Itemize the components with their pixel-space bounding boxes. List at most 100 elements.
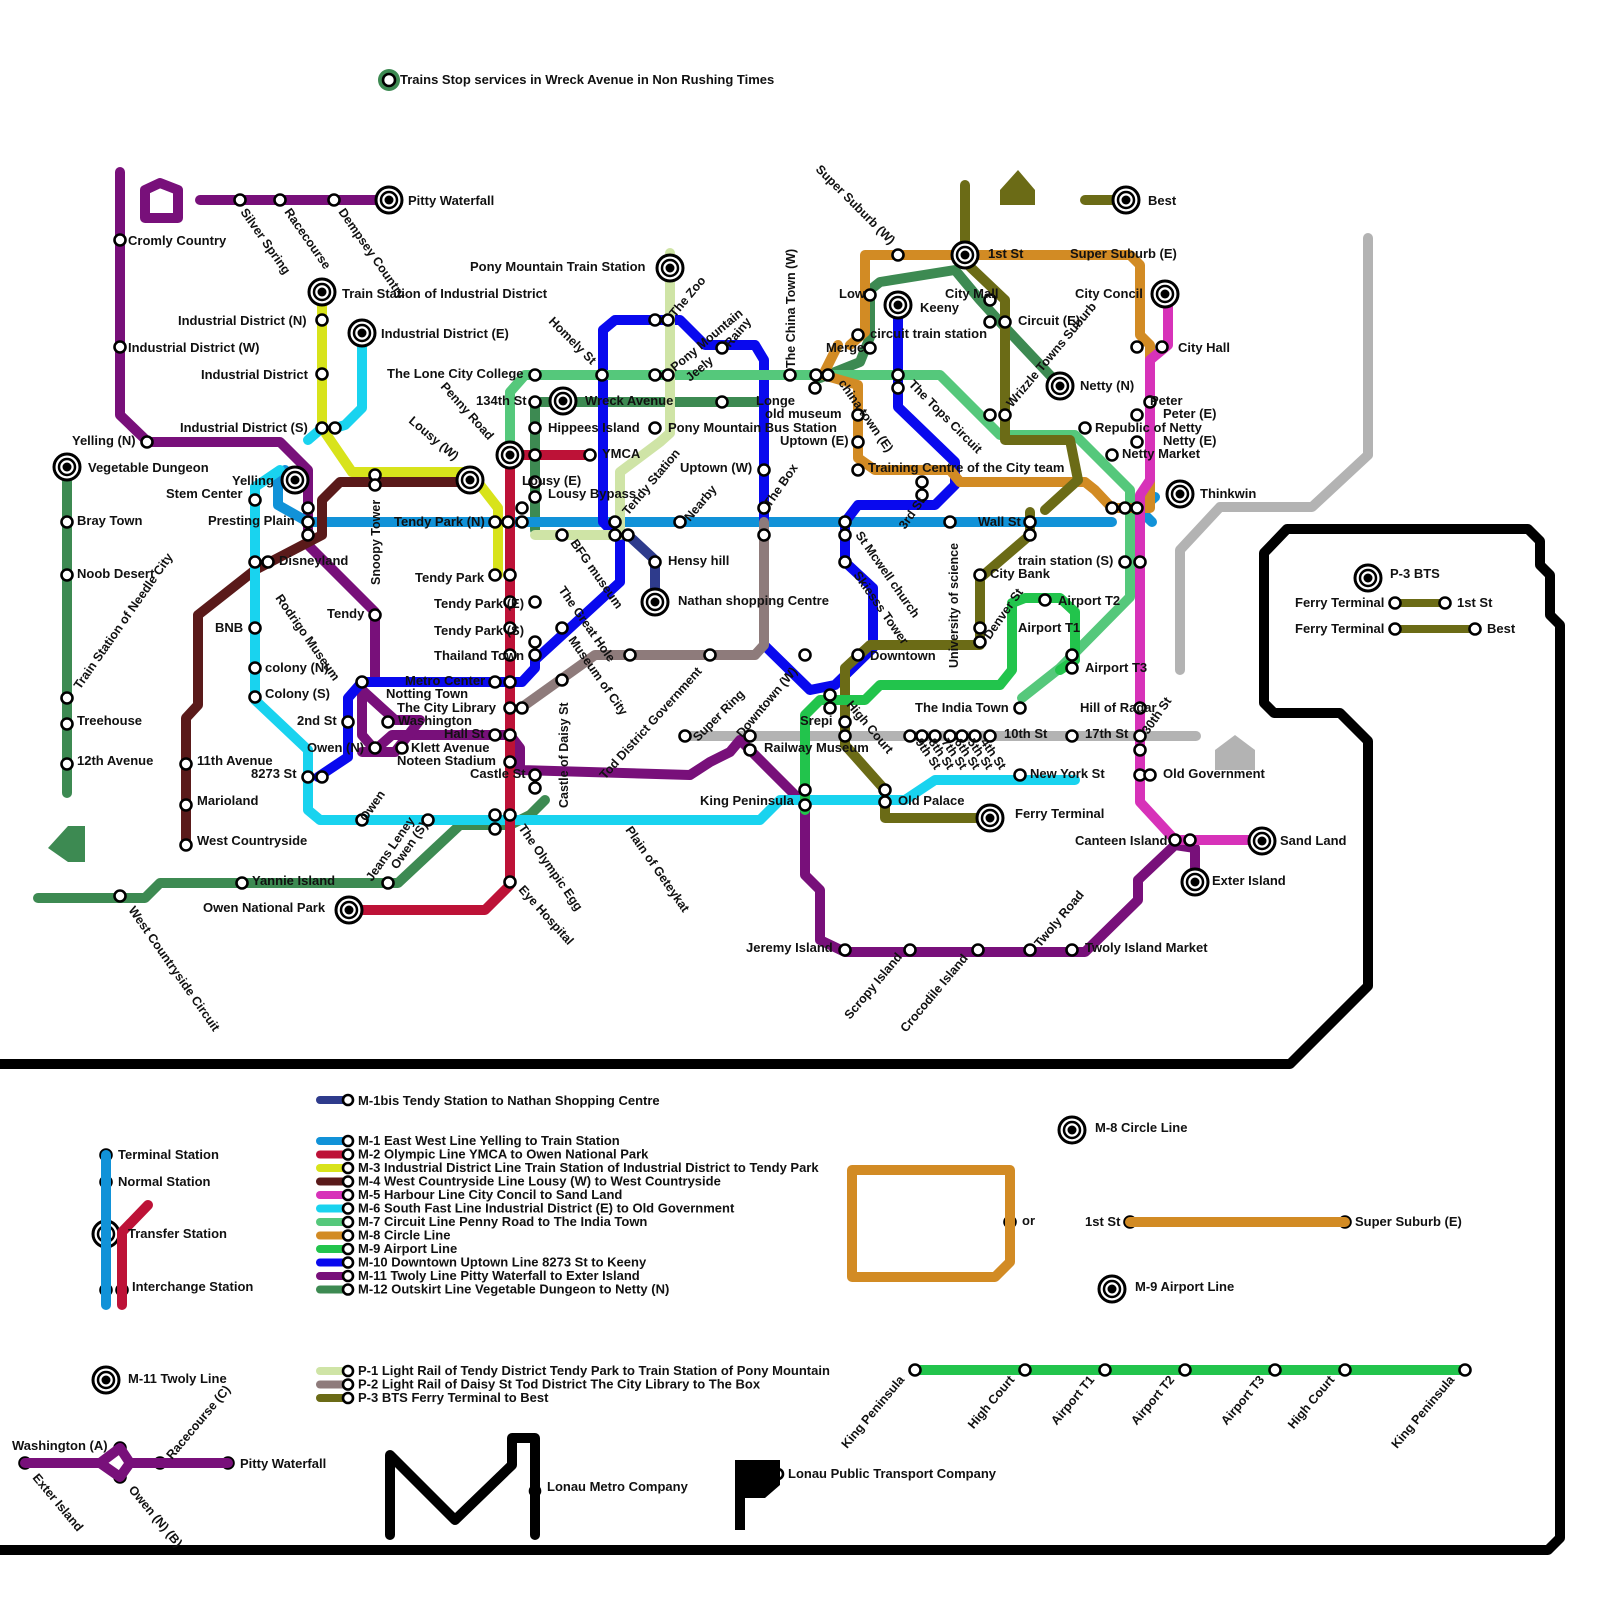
legend-station-dot	[1460, 1365, 1471, 1376]
legend-transfer-core	[102, 1376, 111, 1385]
transfer-station-core	[506, 451, 515, 460]
transport-company-logo	[735, 1460, 780, 1530]
station-label: Penny Road	[438, 380, 497, 443]
station-dot	[505, 810, 516, 821]
station-label: Airport T1	[1018, 620, 1080, 635]
station-dot	[1000, 317, 1011, 328]
station-label: 1st St	[988, 246, 1024, 261]
station-label: Noob Desert	[77, 566, 155, 581]
station-dot	[505, 877, 516, 888]
transfer-station-core	[1122, 196, 1131, 205]
station-label: Train Station of Industrial District	[342, 286, 548, 301]
station-dot	[490, 677, 501, 688]
station-dot	[880, 797, 891, 808]
station-dot	[800, 800, 811, 811]
station-dot	[1185, 835, 1196, 846]
station-label: Disneyland	[279, 553, 348, 568]
legend-m11-washington: Washington (A)	[12, 1438, 108, 1453]
station-label: 10th St	[1004, 726, 1048, 741]
station-dot	[650, 423, 661, 434]
station-label: Notting Town	[386, 686, 468, 701]
station-dot	[250, 623, 261, 634]
station-dot	[1015, 770, 1026, 781]
station-dot	[181, 840, 192, 851]
legend-m9-stop: Airport T3	[1218, 1373, 1267, 1428]
station-dot	[840, 557, 851, 568]
station-label: Hall St	[444, 726, 485, 741]
station-dot	[530, 370, 541, 381]
station-label: Vegetable Dungeon	[88, 460, 209, 475]
station-dot	[505, 730, 516, 741]
station-dot	[1067, 945, 1078, 956]
station-dot	[517, 503, 528, 514]
station-dot	[490, 824, 501, 835]
transfer-station-core	[1161, 290, 1170, 299]
station-dot	[800, 650, 811, 661]
notice-text: Trains Stop services in Wreck Avenue in …	[400, 72, 774, 87]
station-dot	[115, 891, 126, 902]
station-dot	[397, 743, 408, 754]
station-dot	[530, 397, 541, 408]
station-dot	[893, 383, 904, 394]
station-dot	[663, 370, 674, 381]
legend-dot	[343, 1285, 353, 1295]
station-dot	[1107, 450, 1118, 461]
station-label: City Bank	[990, 566, 1051, 581]
station-dot	[597, 370, 608, 381]
station-label: Thinkwin	[1200, 486, 1256, 501]
station-dot	[370, 610, 381, 621]
station-dot	[853, 330, 864, 341]
legend-station-dot	[1020, 1365, 1031, 1376]
station-dot	[1067, 650, 1078, 661]
p3-box-to: Best	[1487, 621, 1516, 636]
station-label: Industrial District (S)	[180, 420, 308, 435]
station-dot	[917, 477, 928, 488]
legend-dot	[343, 1163, 353, 1173]
transfer-station-core	[385, 196, 394, 205]
station-label: Bray Town	[77, 513, 143, 528]
station-dot	[505, 703, 516, 714]
station-dot	[1067, 663, 1078, 674]
station-dot	[1080, 423, 1091, 434]
station-label: Tendy	[327, 606, 365, 621]
station-label: West Countryside Circuit	[126, 904, 223, 1035]
legend-m11-pitty: Pitty Waterfall	[240, 1456, 326, 1471]
station-label: Merge	[826, 340, 864, 355]
station-label: Nathan shopping Centre	[678, 593, 829, 608]
station-dot	[1120, 557, 1131, 568]
station-dot	[235, 195, 246, 206]
station-label: Netty (N)	[1080, 378, 1134, 393]
legend-dot	[343, 1244, 353, 1254]
station-dot	[1025, 945, 1036, 956]
station-dot	[357, 677, 368, 688]
station-dot	[1015, 703, 1026, 714]
station-label: old museum	[765, 406, 842, 421]
station-label: Owen National Park	[203, 900, 326, 915]
station-dot	[853, 465, 864, 476]
station-dot	[530, 637, 541, 648]
transfer-station-core	[1258, 837, 1267, 846]
transfer-station-core	[1191, 878, 1200, 887]
legend-station-dot	[1100, 1365, 1111, 1376]
station-dot	[250, 495, 261, 506]
station-dot	[800, 785, 811, 796]
station-dot	[530, 597, 541, 608]
station-label: YMCA	[602, 446, 641, 461]
station-label: Tendy Park (E)	[434, 596, 524, 611]
station-label: The India Town	[915, 700, 1009, 715]
station-dot	[317, 315, 328, 326]
station-label: 134th St	[476, 393, 527, 408]
station-label: Owen (N)	[307, 740, 364, 755]
station-label: Marioland	[197, 793, 258, 808]
station-dot	[62, 693, 73, 704]
station-dot	[557, 623, 568, 634]
station-dot	[1000, 410, 1011, 421]
station-dot	[650, 557, 661, 568]
legend-dot	[343, 1217, 353, 1227]
station-dot	[1145, 770, 1156, 781]
station-dot	[115, 235, 126, 246]
station-dot	[1107, 503, 1118, 514]
station-label: Lousy Bypass	[548, 486, 636, 501]
station-dot	[490, 570, 501, 581]
station-dot	[370, 480, 381, 491]
